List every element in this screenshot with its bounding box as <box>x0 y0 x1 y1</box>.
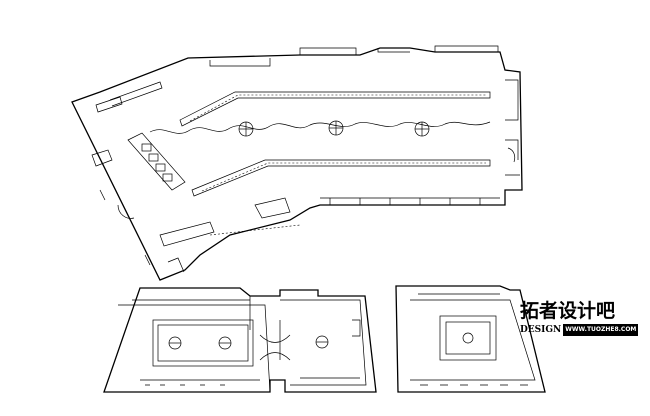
upper-building-plan <box>71 45 523 281</box>
lower-left-building-plan <box>103 287 377 393</box>
display-table-square-inner <box>445 321 491 355</box>
upper-counter <box>179 91 491 127</box>
lower-counter <box>191 159 491 197</box>
right-wall-details <box>505 79 520 176</box>
display-table-large-inner <box>157 324 249 362</box>
square-table-center-round <box>462 332 474 344</box>
counter-centerline-upper <box>189 94 486 122</box>
lower-left-outline <box>103 287 377 393</box>
lower-left-inner-wall <box>118 296 367 393</box>
watermark-url: WWW.TUOZHE8.COM <box>563 324 639 336</box>
left-display-boxes <box>127 132 186 191</box>
top-facade-bays <box>209 45 499 67</box>
left-wall-details <box>91 81 215 273</box>
counter-centerline-lower <box>201 162 486 192</box>
lower-right-building-plan <box>395 285 546 393</box>
display-table-square <box>439 315 497 361</box>
lower-right-inner-wall <box>410 293 536 381</box>
watermark-design-text: DESIGN <box>520 325 562 335</box>
round-tables <box>238 120 430 137</box>
wavy-decor-band <box>149 121 491 134</box>
lower-left-edge-details <box>140 319 361 386</box>
hatch-line <box>209 224 301 236</box>
watermark-title: 拓者设计吧 <box>520 300 616 322</box>
lower-right-outline <box>395 285 546 393</box>
bottom-facade-bays <box>254 197 500 219</box>
display-table-large <box>152 319 254 367</box>
upper-building-outline <box>71 47 523 281</box>
lower-left-round-tables <box>168 335 329 350</box>
